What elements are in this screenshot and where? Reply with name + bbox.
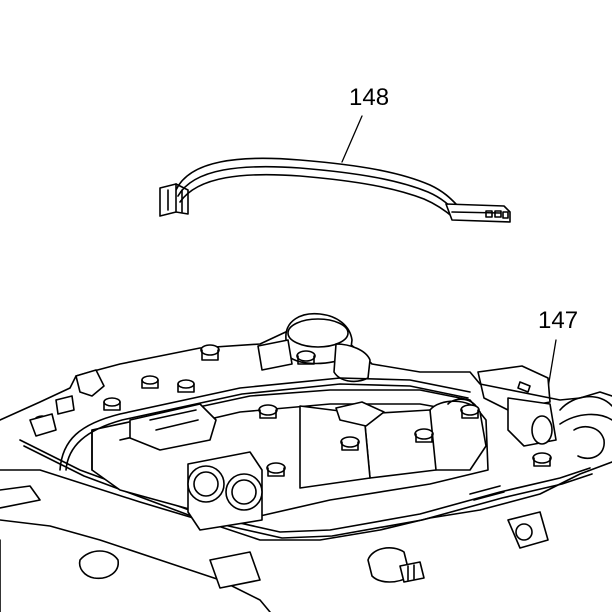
bolts	[34, 344, 552, 477]
wiring-harness	[159, 115, 511, 223]
pressure-solenoid	[477, 339, 557, 447]
bore-ports	[187, 451, 263, 531]
harness-leader-line	[341, 115, 363, 163]
valve-body-assembly	[0, 312, 612, 612]
harness-callout-label: 148	[349, 84, 390, 111]
solenoid-callout-label: 147	[538, 307, 579, 334]
left-connector	[159, 183, 189, 217]
right-connector	[445, 203, 511, 223]
